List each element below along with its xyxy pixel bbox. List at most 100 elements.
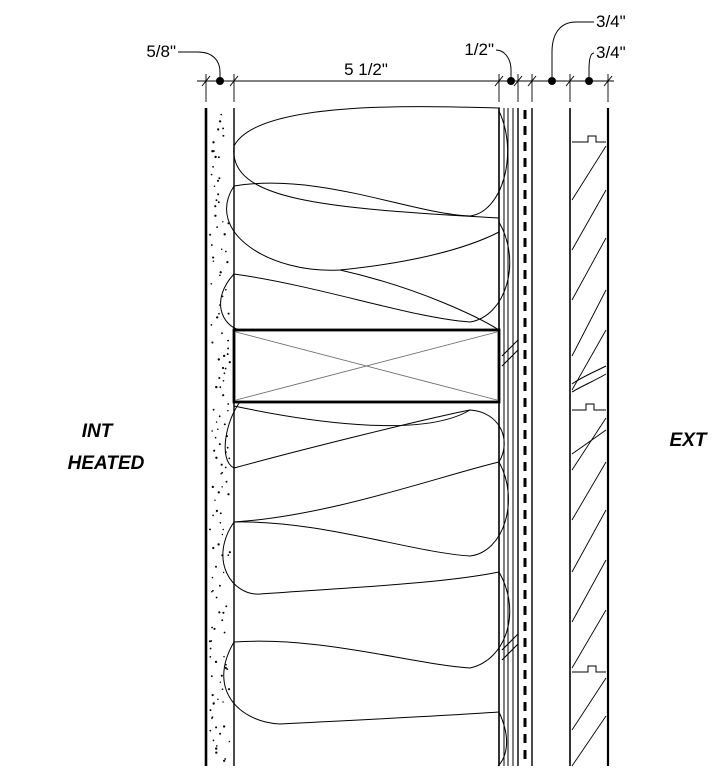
dimension-text: 5/8" 5 1/2" 1/2" 3/4" 3/4" <box>146 12 625 79</box>
gypsum-stipple-dot <box>209 709 212 712</box>
gypsum-stipple-dot <box>220 473 222 475</box>
insulation-loop-2 <box>226 110 508 271</box>
gypsum-stipple-dot <box>228 551 231 554</box>
label-interior-line1: INT <box>82 421 114 442</box>
siding-grain-line <box>571 145 607 201</box>
tick-4 <box>513 75 523 87</box>
gypsum-stipple-dot <box>217 491 220 494</box>
gypsum-stipple-dot <box>216 316 219 319</box>
gypsum-stipple-dot <box>221 366 225 370</box>
siding-grain-line <box>571 237 607 301</box>
stud-block <box>232 328 501 404</box>
gypsum-stipple-dot <box>210 282 213 285</box>
gypsum-stipple-dot <box>227 339 230 342</box>
gypsum-stipple-dot <box>218 304 221 306</box>
gypsum-stipple-dot <box>222 571 225 574</box>
gypsum-stipple-dot <box>219 274 221 277</box>
gypsum-stipple-dot <box>212 260 215 262</box>
gypsum-stipple-dot <box>215 726 218 729</box>
gypsum-stipple-dot <box>216 179 220 182</box>
gypsum-stipple-dot <box>213 627 216 630</box>
dot-gypsum <box>216 77 224 85</box>
gypsum-stipple-dot <box>220 674 223 677</box>
gypsum-stipple-dot <box>214 205 217 208</box>
stud-cross-b <box>235 331 498 401</box>
gypsum-stipple-dot <box>222 127 225 130</box>
gypsum-stipple-dot <box>209 647 212 650</box>
sheathing-joint-lower-b <box>501 643 519 661</box>
gypsum-stipple-dot <box>212 702 215 705</box>
gypsum-stipple-dot <box>222 221 224 223</box>
gypsum-stipple-dot <box>228 361 231 364</box>
gypsum-stipple-dot <box>218 376 221 380</box>
gypsum-stipple-dot <box>209 233 212 236</box>
sheathing-joint-upper-a <box>501 339 519 357</box>
gypsum-stipple-dot <box>218 584 221 587</box>
gypsum-stipple-dot <box>217 201 220 204</box>
gypsum-stipple-dot <box>213 185 216 188</box>
gypsum-stipple-dot <box>214 660 218 664</box>
gypsum-stipple-dot <box>218 415 221 418</box>
gypsum-stipple-dot <box>211 591 213 593</box>
insulation-loop-3 <box>220 221 511 331</box>
gypsum-stipple-dot <box>214 214 217 217</box>
dim-text-gypsum: 5/8" <box>146 42 176 61</box>
gypsum-stipple-dot <box>218 611 221 614</box>
gypsum-stipple-dot <box>220 113 223 116</box>
gypsum-stipple-dot <box>221 533 224 536</box>
gypsum-stipple-dot <box>224 466 227 469</box>
siding-grain-line <box>571 461 607 521</box>
gypsum-stipple-dot <box>212 739 215 742</box>
gypsum-stipple-dot <box>218 177 221 180</box>
siding-grain-line <box>571 417 607 471</box>
gypsum-stipple-dot <box>208 640 212 643</box>
tick-2 <box>229 75 239 87</box>
gypsum-stipple-dot <box>215 421 218 423</box>
gypsum-stipple-dot <box>225 250 227 253</box>
gypsum-stipple-dot <box>209 528 211 531</box>
insulation-loop-5 <box>224 401 505 523</box>
siding-grain-line <box>571 189 607 251</box>
gypsum-stipple-dot <box>212 408 215 411</box>
gypsum-stipple-dot <box>215 596 218 599</box>
insulation-loop-9 <box>233 405 471 427</box>
siding-grain-line <box>571 715 607 767</box>
gypsum-stipple-dot <box>224 367 227 370</box>
gypsum-stipple-dot <box>224 666 227 670</box>
leader-siding <box>588 52 595 81</box>
gypsum-stipple-dot <box>219 271 222 274</box>
dimension-dots <box>216 77 593 85</box>
gypsum-stipple-dot <box>211 576 214 579</box>
gypsum-stipple-dot <box>212 166 214 168</box>
sheathing-joint-upper-b <box>501 349 519 367</box>
gypsum-stipple-dot <box>215 751 218 754</box>
gypsum-stipple-dot <box>214 499 216 501</box>
gypsum-stipple-dot <box>218 120 222 123</box>
gypsum-stipple-dot <box>222 134 225 137</box>
gypsum-stipple-dot <box>210 324 213 326</box>
gypsum-stipple-dot <box>215 385 218 389</box>
gypsum-stipple-dot <box>225 480 228 483</box>
gypsum-stipple-dot <box>226 353 229 356</box>
gypsum-stipple-dot <box>223 656 225 658</box>
gypsum-stipple-dot <box>228 457 231 460</box>
gypsum-stipple-dot <box>209 655 212 658</box>
gypsum-stipple-dot <box>221 332 223 335</box>
insulation-loop-8 <box>497 711 508 767</box>
gypsum-stipple-dot <box>217 698 219 700</box>
tick-7 <box>603 75 613 87</box>
gypsum-stipple-dot <box>228 740 231 743</box>
siding-grain-line <box>571 677 607 731</box>
gypsum-stipple-dot <box>217 128 220 131</box>
gypsum-stipple-dot <box>209 729 212 732</box>
gypsum-stipple-dot <box>214 436 217 439</box>
gypsum-stipple-dot <box>217 358 220 361</box>
gypsum-stipple-dot <box>222 380 225 382</box>
gypsum-stipple-dot <box>227 493 230 496</box>
gypsum-stipple-dot <box>219 732 222 735</box>
gypsum-stipple-dot <box>223 372 226 375</box>
gypsum-stipple-dot <box>221 471 224 474</box>
gypsum-stipple-dot <box>221 295 224 298</box>
gypsum-stipple-dot <box>220 463 223 466</box>
